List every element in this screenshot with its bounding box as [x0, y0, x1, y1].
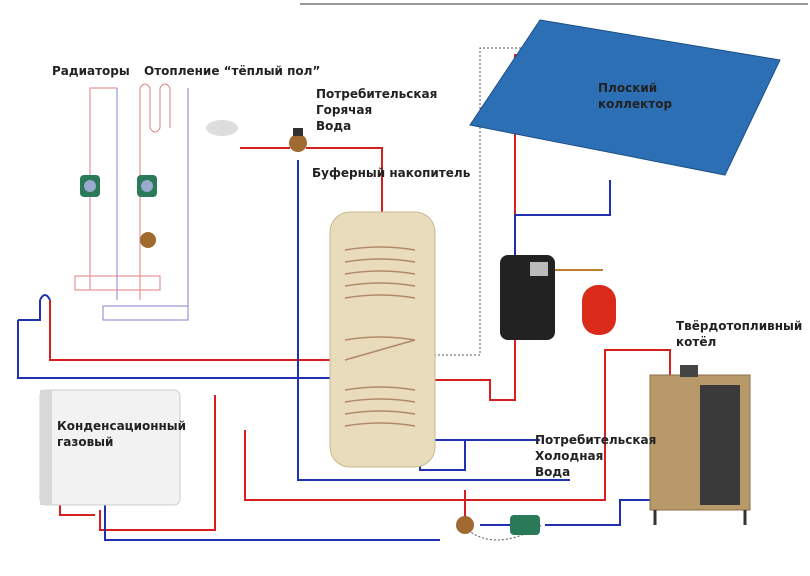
label-line: газовый: [57, 435, 114, 449]
label-collector: Плоский коллектор: [598, 80, 672, 112]
heating-loops: [74, 83, 189, 321]
label-line: Потребительская: [316, 87, 438, 101]
solar-pump-station: [500, 255, 555, 340]
boiler-pump: [510, 515, 540, 535]
label-line: Потребительская: [535, 433, 657, 447]
hot-water-mixing-valve: [289, 128, 307, 152]
flat-solar-collector: [469, 19, 781, 176]
label-line: Холодная: [535, 449, 604, 463]
label-line: коллектор: [598, 97, 673, 111]
label-radiators: Радиаторы: [52, 64, 130, 78]
label-line: котёл: [676, 335, 717, 349]
label-floor-heating: Отопление “тёплый пол”: [144, 64, 321, 78]
shower-icon: [206, 120, 238, 136]
expansion-vessel: [555, 269, 616, 335]
solid-fuel-boiler: [649, 365, 751, 525]
label-line: Конденсационный: [57, 419, 187, 433]
label-hot-water: Потребительская Горячая Вода: [316, 86, 437, 134]
label-gas-boiler: Конденсационный газовый: [57, 418, 186, 450]
label-line: Горячая: [316, 103, 373, 117]
label-solid-fuel-boiler: Твёрдотопливный котёл: [676, 318, 802, 350]
label-line: Вода: [535, 465, 571, 479]
label-cold-water: Потребительская Холодная Вода: [535, 432, 656, 480]
boiler-mixing-valve: [456, 516, 474, 534]
label-line: Твёрдотопливный: [676, 319, 803, 333]
label-line: Вода: [316, 119, 352, 133]
label-buffer-tank: Буферный накопитель: [312, 166, 471, 180]
label-line: Плоский: [598, 81, 658, 95]
condensing-gas-boiler: [39, 389, 181, 506]
floor-pump: [137, 175, 157, 197]
buffer-tank: [329, 211, 436, 468]
floor-mixing-valve: [140, 232, 156, 248]
radiator-pump: [80, 175, 100, 197]
